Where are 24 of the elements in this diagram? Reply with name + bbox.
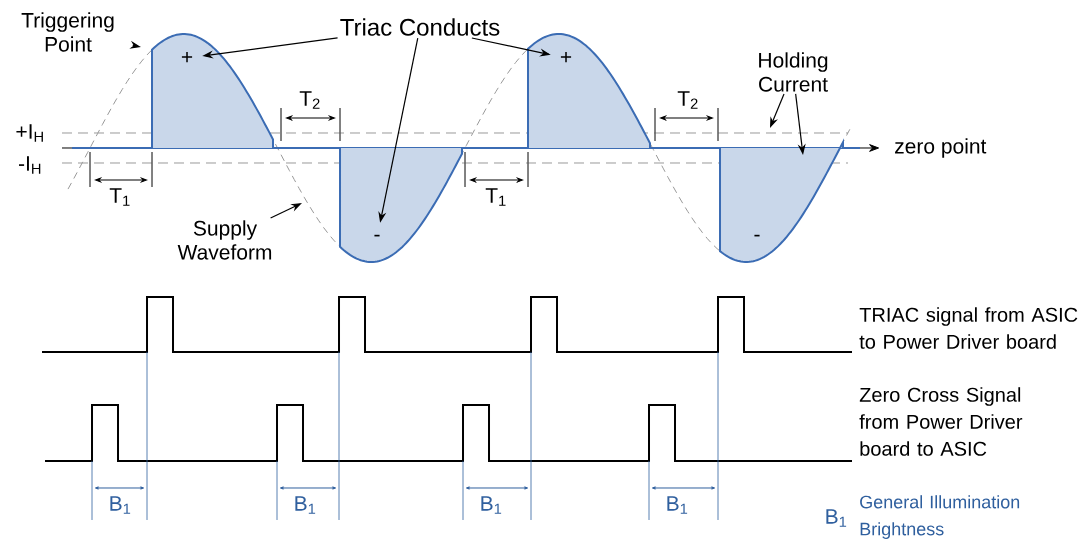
value-label: +I$_{H}$ xyxy=(16,124,43,142)
value-label: -I$_{H}$ xyxy=(18,156,41,174)
signal-label: TRIAC signal from ASIC to Power Driver board xyxy=(859,307,1078,349)
dimension-label: B$_{1}$ xyxy=(667,496,688,514)
dimension-label: B$_{1}$ xyxy=(295,496,316,514)
conduction-lobe: - xyxy=(719,138,844,263)
conduction-lobe: + xyxy=(527,33,651,149)
key-text: General Illumination Brightness xyxy=(860,495,1020,539)
callout-text: Triggering Point xyxy=(21,12,114,52)
leader-line xyxy=(270,203,302,219)
callout-text: Triac Conducts xyxy=(340,18,500,36)
callout-text: Holding Current xyxy=(759,52,828,92)
dimension-label: B$_{1}$ xyxy=(110,496,131,514)
conduction-lobe: + xyxy=(151,33,274,149)
dimension-label: T$_{2}$ xyxy=(299,91,320,109)
conduction-lobe: - xyxy=(339,147,463,263)
dimension-label: T$_{2}$ xyxy=(677,91,698,109)
dimension-label: B$_{1}$ xyxy=(481,496,502,514)
axis-label: zero point xyxy=(895,138,987,158)
dimension-label: T$_{1}$ xyxy=(109,188,130,206)
signal-label: Zero Cross Signal from Power Driver board to ASIC xyxy=(859,387,1023,456)
dimension-label: T$_{1}$ xyxy=(485,188,506,206)
callout-text: Supply Waveform xyxy=(177,220,272,260)
key-symbol: B$_{1}$ xyxy=(826,509,847,527)
